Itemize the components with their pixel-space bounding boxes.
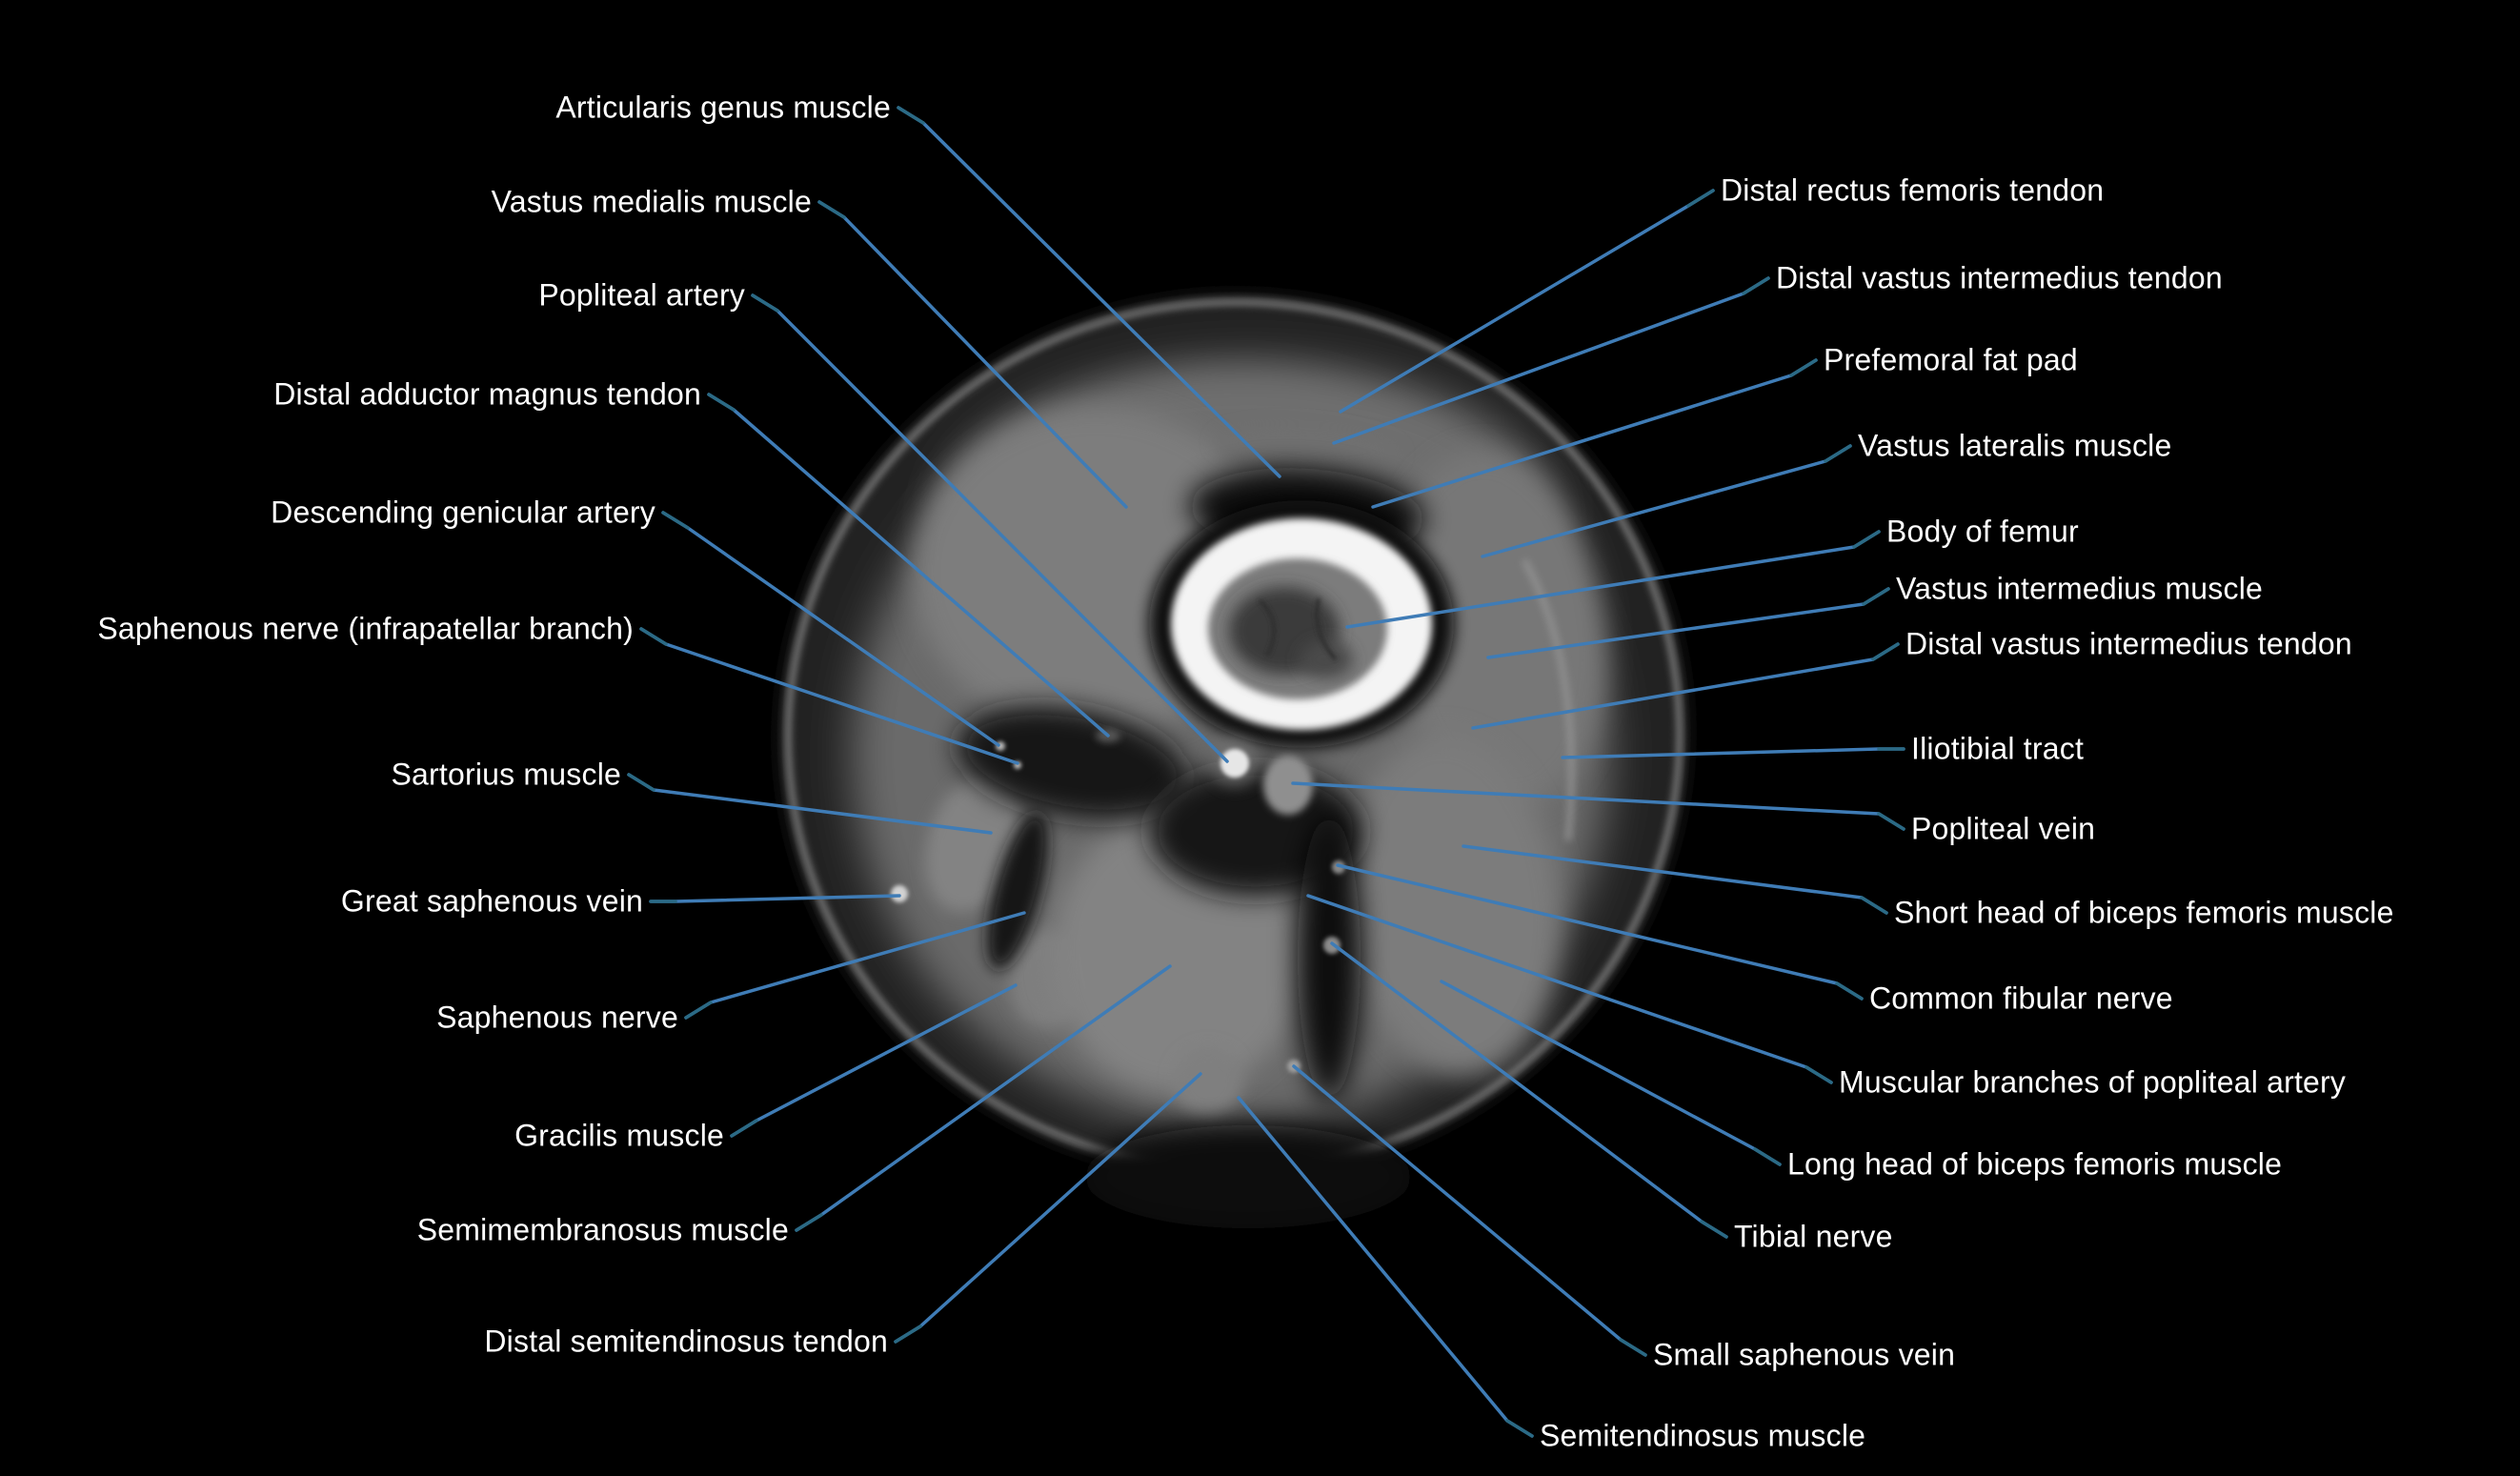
leader-line-tick	[795, 1213, 823, 1232]
anatomy-label: Descending genicular artery	[271, 495, 655, 530]
anatomy-label: Long head of biceps femoris muscle	[1787, 1146, 2283, 1182]
leader-line-tick	[1860, 896, 1888, 915]
anatomy-label: Muscular branches of popliteal artery	[1839, 1064, 2347, 1100]
anatomy-label: Short head of biceps femoris muscle	[1894, 895, 2394, 930]
leader-line-tick	[1742, 276, 1770, 295]
popliteal-artery-dot	[1220, 749, 1249, 778]
anatomy-label: Prefemoral fat pad	[1824, 342, 2078, 377]
anatomy-label: Gracilis muscle	[514, 1118, 724, 1153]
leader-line-tick	[730, 1119, 758, 1138]
trabecula2-shape	[1315, 597, 1338, 661]
thigh-cross-section	[779, 293, 1688, 1228]
anatomy-label: Vastus intermedius muscle	[1896, 571, 2263, 606]
anatomy-label: Distal rectus femoris tendon	[1721, 172, 2105, 208]
leader-line-tick	[1804, 1065, 1833, 1084]
anatomy-label: Saphenous nerve	[436, 1000, 678, 1035]
posterior-midline-cleft-shape	[1298, 815, 1361, 1101]
leader-line-tick	[1700, 1220, 1728, 1239]
anatomy-label: Saphenous nerve (infrapatellar branch)	[97, 611, 634, 646]
leader-line-tick	[707, 393, 736, 412]
leader-line-tick	[661, 511, 690, 530]
anatomy-label: Distal vastus intermedius tendon	[1905, 626, 2352, 661]
anatomy-label: Iliotibial tract	[1911, 731, 2085, 766]
anatomy-label: Small saphenous vein	[1653, 1337, 1956, 1372]
leader-line-tick	[1824, 444, 1852, 463]
anatomy-label: Tibial nerve	[1734, 1219, 1893, 1254]
popliteal-vein-dot	[1263, 756, 1313, 815]
anatomy-label: Distal vastus intermedius tendon	[1776, 260, 2223, 295]
leader-line-tick	[817, 200, 846, 219]
anatomy-label: Articularis genus muscle	[555, 90, 891, 125]
semitendinosus-shape	[1174, 1047, 1242, 1116]
great-saphenous-vein-dot	[891, 885, 908, 902]
leader-line-tick	[894, 1324, 922, 1344]
leader-line-tick	[1871, 642, 1900, 661]
anatomy-label: Vastus medialis muscle	[491, 184, 812, 219]
anatomy-label: Distal semitendinosus tendon	[484, 1324, 888, 1359]
medial-fat-cleft-shape	[957, 705, 1187, 819]
leader-line-tick	[1619, 1338, 1647, 1357]
anatomy-label: Sartorius muscle	[391, 757, 621, 792]
leader-line-tick	[897, 106, 925, 125]
leader-line-tick	[1686, 189, 1715, 208]
leader-line-tick	[1835, 981, 1864, 1001]
leader-line-tick	[684, 1001, 713, 1020]
anatomy-label: Common fibular nerve	[1869, 981, 2173, 1016]
leader-line-tick	[1753, 1147, 1782, 1166]
anatomy-label: Distal adductor magnus tendon	[273, 376, 701, 412]
anatomy-label: Popliteal artery	[538, 277, 745, 313]
leader-line-tick	[639, 627, 668, 646]
leader-line-tick	[751, 293, 779, 313]
sartorius-cleft-shape	[987, 812, 1048, 970]
leader-line-tick	[1877, 812, 1905, 831]
leader-line-tick	[1789, 358, 1818, 377]
trabecula-shape	[1258, 598, 1277, 657]
anatomy-label: Great saphenous vein	[340, 883, 643, 919]
marrow-blotch2-shape	[1300, 640, 1353, 678]
leader-line-tick	[1862, 587, 1890, 606]
anatomy-label: Semitendinosus muscle	[1540, 1418, 1866, 1453]
anatomy-label: Body of femur	[1886, 514, 2079, 549]
anatomy-label: Vastus lateralis muscle	[1858, 428, 2172, 463]
leader-line-tick	[1505, 1419, 1534, 1438]
leader-line-tick	[627, 773, 655, 792]
biceps-femoris-shape	[1345, 734, 1561, 1077]
vastus-lateralis-shape	[1389, 451, 1606, 807]
anatomy-label: Popliteal vein	[1911, 811, 2096, 846]
leader-line-tick	[1852, 530, 1881, 549]
anatomy-label: Semimembranosus muscle	[416, 1212, 789, 1247]
posterior-fat-shape	[1084, 1125, 1412, 1228]
